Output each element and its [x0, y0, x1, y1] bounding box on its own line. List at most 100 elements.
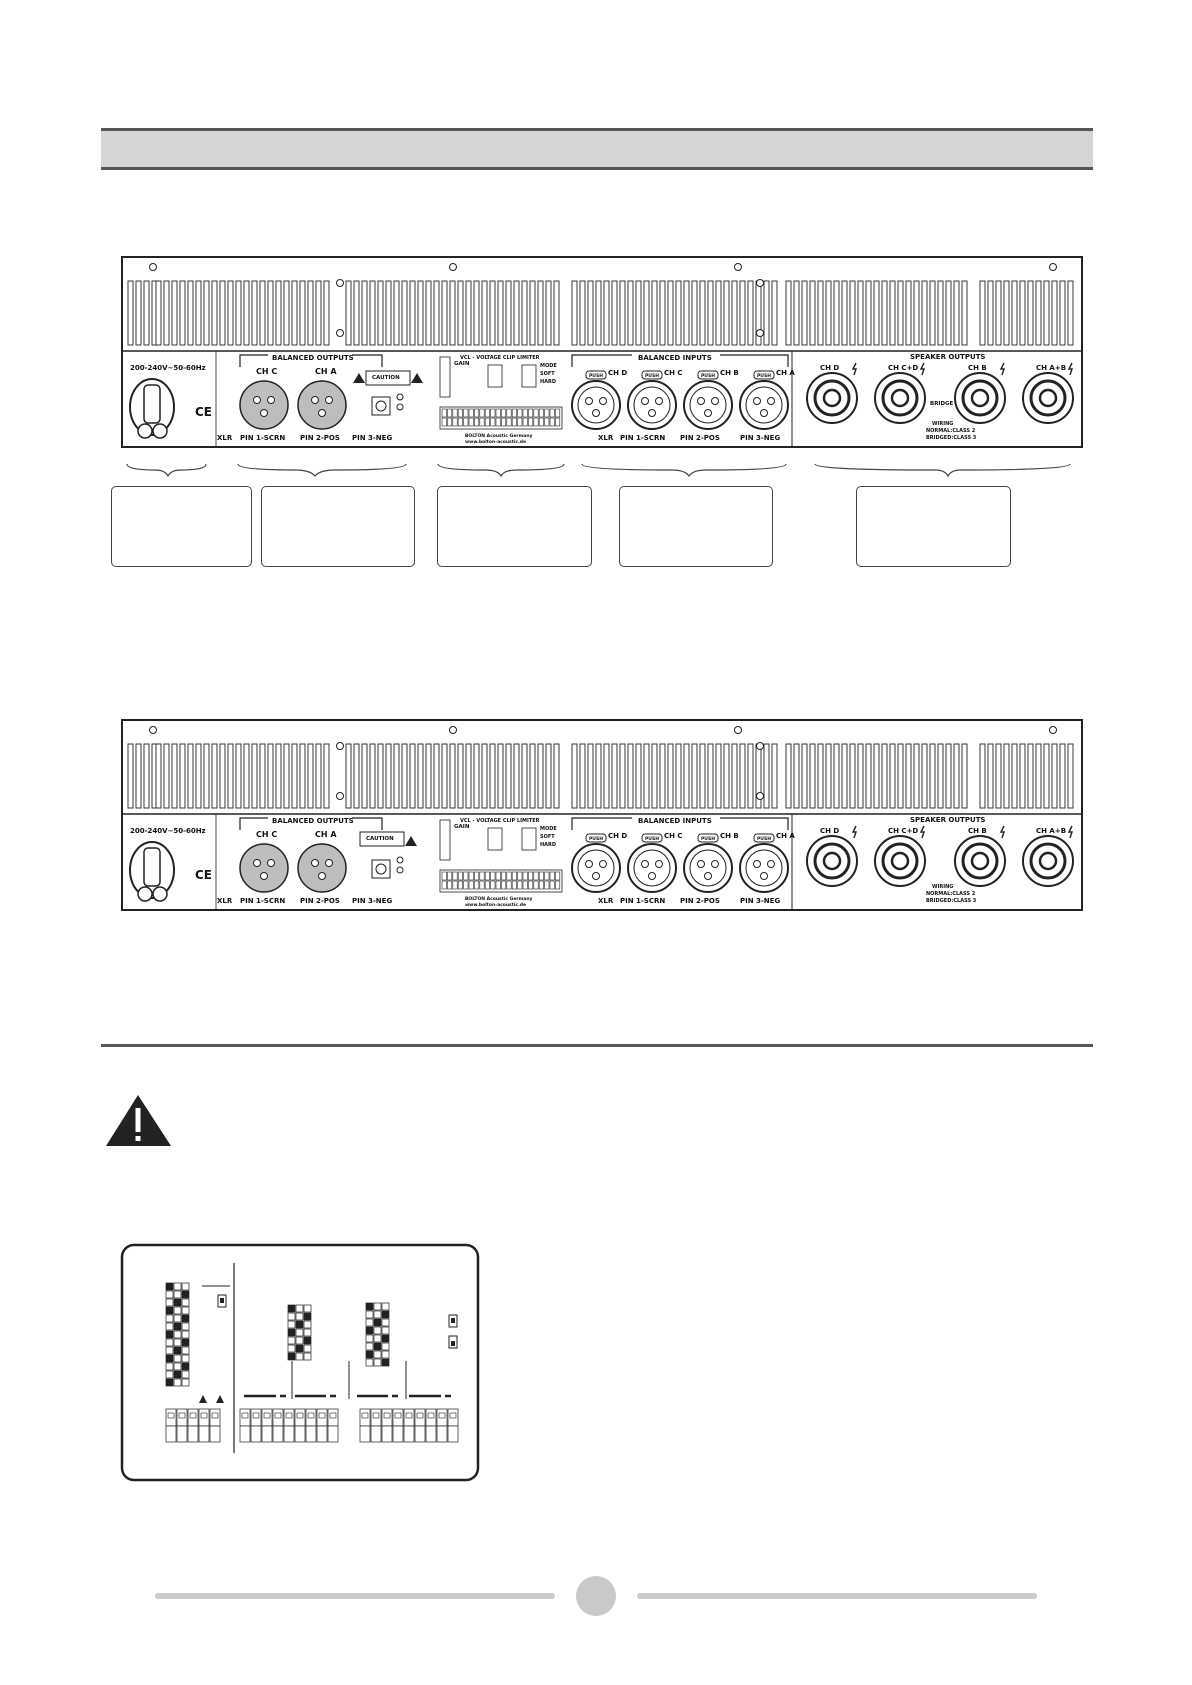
- speaker-channel-label: CH B: [968, 827, 987, 835]
- wiring-label: WIRING: [932, 421, 953, 427]
- out-ch-c-label: CH C: [256, 367, 277, 376]
- vcl-dip-block: GAIN VCL - VOLTAGE CLIP LIMITER MODE SOF…: [439, 355, 563, 445]
- pin2-label: PIN 2-POS: [300, 897, 340, 905]
- ce-mark: CE: [195, 405, 212, 419]
- speaker-channel-label: CH A+B: [1036, 364, 1066, 372]
- xlr-label: XLR: [598, 897, 614, 905]
- rear-panel-diagram-2: 200-240V~50-60Hz CE BALANCED OUTPUTS CH …: [121, 719, 1083, 911]
- section-header-bar: [101, 128, 1093, 170]
- input-channel-label: CH C: [664, 369, 683, 377]
- xlr-output-ch-c: [239, 843, 289, 893]
- url-label: www.bolton-acoustic.de: [465, 439, 526, 445]
- vcl-title: VCL - VOLTAGE CLIP LIMITER: [460, 355, 540, 361]
- balanced-inputs-label: BALANCED INPUTS: [638, 354, 712, 362]
- dip-switch-detail-diagram: [120, 1243, 480, 1482]
- speaker-channel-label: CH A+B: [1036, 827, 1066, 835]
- pin1-label: PIN 1-SCRN: [240, 897, 285, 905]
- callout-box-outputs: [261, 486, 415, 567]
- pin3-label: PIN 3-NEG: [740, 897, 780, 905]
- dip-switch-grids: [165, 1282, 459, 1443]
- speakon-outputs: CH D CH C+D CH B CH A+B: [806, 362, 1074, 424]
- wiring-label: WIRING: [932, 884, 953, 890]
- footer-line-left: [155, 1593, 555, 1599]
- xlr-label: XLR: [217, 434, 233, 442]
- hard-label: HARD: [540, 842, 556, 848]
- push-tab-label: PUSH: [645, 373, 659, 379]
- voltage-label: 200-240V~50-60Hz: [130, 364, 206, 372]
- speaker-channel-label: CH C+D: [888, 364, 918, 372]
- pin2-label: PIN 2-POS: [680, 434, 720, 442]
- callout-box-inputs: [619, 486, 773, 567]
- bridge-label: BRIDGE: [930, 401, 954, 407]
- callout-box-speakers: [856, 486, 1011, 567]
- caution-label: CAUTION: [366, 836, 394, 842]
- push-tab-label: PUSH: [701, 373, 715, 379]
- xlr-output-ch-c: [239, 380, 289, 430]
- input-channel-label: CH D: [608, 369, 627, 377]
- speakon-outputs: CH D CH C+D CH B CH A+B: [806, 825, 1074, 887]
- pin3-label: PIN 3-NEG: [740, 434, 780, 442]
- section-divider: [101, 1044, 1093, 1047]
- pin1-label: PIN 1-SCRN: [240, 434, 285, 442]
- bridged-class-label: BRIDGED:CLASS 3: [926, 435, 977, 441]
- input-channel-label: CH A: [776, 832, 795, 840]
- speaker-channel-label: CH C+D: [888, 827, 918, 835]
- callout-braces: [126, 463, 1071, 478]
- input-channel-label: CH B: [720, 832, 739, 840]
- vcl-dip-block: GAIN VCL - VOLTAGE CLIP LIMITER MODE SOF…: [439, 818, 563, 908]
- footer-line-right: [637, 1593, 1037, 1599]
- out-ch-a-label: CH A: [315, 367, 337, 376]
- hard-label: HARD: [540, 379, 556, 385]
- callout-box-vcl: [437, 486, 592, 567]
- push-tab-label: PUSH: [589, 373, 603, 379]
- warning-triangle-icon: [353, 373, 365, 383]
- input-channel-label: CH D: [608, 832, 627, 840]
- xlr-output-ch-a: [297, 380, 347, 430]
- pin3-label: PIN 3-NEG: [352, 434, 392, 442]
- heatsink-fins: [127, 726, 1074, 809]
- vcl-title: VCL - VOLTAGE CLIP LIMITER: [460, 818, 540, 824]
- speaker-channel-label: CH B: [968, 364, 987, 372]
- warning-triangle-icon: [405, 836, 417, 846]
- mode-label: MODE: [540, 826, 557, 832]
- caution-label: CAUTION: [372, 375, 400, 381]
- xlr-output-ch-a: [297, 843, 347, 893]
- balanced-inputs-label: BALANCED INPUTS: [638, 817, 712, 825]
- soft-label: SOFT: [540, 371, 555, 377]
- pin2-label: PIN 2-POS: [680, 897, 720, 905]
- xlr-inputs: PUSH CH D PUSH CH C PUSH CH B PUSH CH A: [571, 369, 795, 430]
- speaker-channel-label: CH D: [820, 364, 839, 372]
- pin1-label: PIN 1-SCRN: [620, 897, 665, 905]
- push-tab-label: PUSH: [701, 836, 715, 842]
- push-tab-label: PUSH: [645, 836, 659, 842]
- bridged-class-label: BRIDGED:CLASS 3: [926, 898, 977, 904]
- pin2-label: PIN 2-POS: [300, 434, 340, 442]
- normal-class-label: NORMAL:CLASS 2: [926, 891, 976, 897]
- balanced-outputs-label: BALANCED OUTPUTS: [272, 354, 354, 362]
- xlr-label: XLR: [598, 434, 614, 442]
- rear-panel-diagram-1: 200-240V~50-60Hz CE BALANCED OUTPUTS CH …: [121, 256, 1083, 448]
- ce-mark: CE: [195, 868, 212, 882]
- push-tab-label: PUSH: [589, 836, 603, 842]
- warning-triangle-icon: [106, 1095, 171, 1146]
- gain-label: GAIN: [454, 361, 470, 367]
- voltage-label: 200-240V~50-60Hz: [130, 827, 206, 835]
- speaker-channel-label: CH D: [820, 827, 839, 835]
- push-tab-label: PUSH: [757, 373, 771, 379]
- brand-label: BOLTON Acoustic Germany: [465, 433, 533, 439]
- gain-label: GAIN: [454, 824, 470, 830]
- url-label: www.bolton-acoustic.de: [465, 902, 526, 908]
- xlr-label: XLR: [217, 897, 233, 905]
- heatsink-fins: [127, 263, 1074, 346]
- out-ch-c-label: CH C: [256, 830, 277, 839]
- input-channel-label: CH B: [720, 369, 739, 377]
- callout-box-power: [111, 486, 252, 567]
- soft-label: SOFT: [540, 834, 555, 840]
- brand-label: BOLTON Acoustic Germany: [465, 896, 533, 902]
- input-channel-label: CH A: [776, 369, 795, 377]
- balanced-outputs-label: BALANCED OUTPUTS: [272, 817, 354, 825]
- pin3-label: PIN 3-NEG: [352, 897, 392, 905]
- speaker-outputs-label: SPEAKER OUTPUTS: [910, 353, 985, 361]
- out-ch-a-label: CH A: [315, 830, 337, 839]
